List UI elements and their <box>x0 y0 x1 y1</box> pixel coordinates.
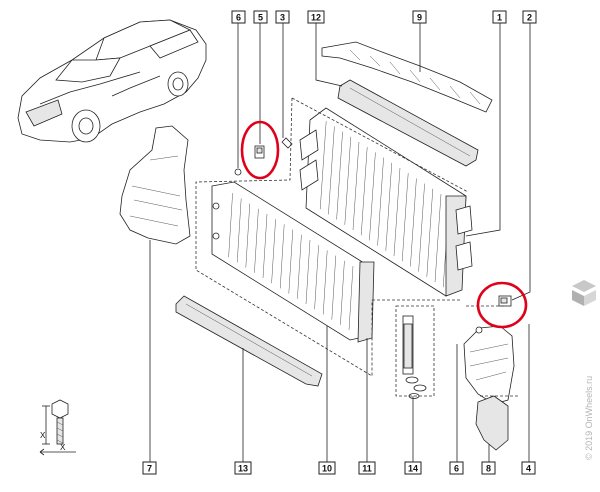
svg-text:14: 14 <box>408 464 418 474</box>
fin-line <box>393 167 401 257</box>
part-radiator <box>299 107 473 297</box>
fin-line <box>262 213 268 279</box>
fin-line <box>328 126 335 215</box>
fin-line <box>297 234 302 299</box>
svg-text:1: 1 <box>497 13 502 23</box>
highlight-clip-right <box>476 281 528 329</box>
fin-line <box>360 147 368 236</box>
svg-text:10: 10 <box>322 464 332 474</box>
fin-line <box>305 239 311 305</box>
fin-line <box>348 265 354 331</box>
callout-7: 7 <box>142 461 157 475</box>
part-upper-cover <box>321 41 493 113</box>
fin-line <box>434 193 442 283</box>
svg-text:12: 12 <box>311 13 321 23</box>
svg-text:6: 6 <box>236 13 241 23</box>
callout-2: 2 <box>522 10 537 24</box>
fin-line <box>336 131 343 220</box>
svg-text:8: 8 <box>486 464 491 474</box>
fastener-legend: X X <box>39 399 76 456</box>
callout-4: 4 <box>521 461 536 475</box>
fin-line <box>279 224 285 289</box>
svg-text:6: 6 <box>454 464 459 474</box>
callout-9: 9 <box>412 10 427 24</box>
callout-3: 3 <box>275 10 290 24</box>
svg-text:13: 13 <box>238 464 248 474</box>
fin-line <box>228 193 233 258</box>
callout-1: 1 <box>492 10 507 24</box>
part-condenser <box>211 181 375 343</box>
part-receiver-drier <box>402 315 427 399</box>
fin-line <box>288 229 294 294</box>
svg-text:X: X <box>60 443 66 452</box>
callout-5: 5 <box>253 10 268 24</box>
fin-line <box>319 121 327 210</box>
fin-line <box>245 203 251 268</box>
svg-text:7: 7 <box>147 464 152 474</box>
callout-11: 11 <box>358 461 376 475</box>
fin-line <box>340 260 345 325</box>
highlight-clip-left <box>240 120 280 180</box>
fin-line <box>410 178 417 267</box>
svg-text:9: 9 <box>417 13 422 23</box>
part-clip-right <box>475 295 512 334</box>
fin-line <box>271 219 276 284</box>
fin-line <box>377 157 384 246</box>
part-clip-left <box>234 137 293 176</box>
svg-text:2: 2 <box>527 13 532 23</box>
fin-line <box>352 141 360 231</box>
car-illustration <box>17 19 207 143</box>
watermark-text: © 2019 OnWheels.ru <box>584 376 594 460</box>
fin-line <box>322 250 328 315</box>
part-lower-strip <box>175 295 323 387</box>
callout-14: 14 <box>404 461 422 475</box>
assembly-boundary-lines <box>195 97 518 397</box>
fin-line <box>344 136 352 225</box>
part-cross-member-strip <box>337 79 479 167</box>
callout-12: 12 <box>307 10 325 24</box>
fin-line <box>385 162 393 251</box>
fin-line <box>331 255 337 320</box>
fin-line <box>401 173 409 262</box>
svg-text:5: 5 <box>258 13 263 23</box>
callout-10: 10 <box>318 461 336 475</box>
svg-text:3: 3 <box>280 13 285 23</box>
callout-6-bottom: 6 <box>449 461 464 475</box>
svg-text:4: 4 <box>526 464 531 474</box>
leader-lines <box>149 23 531 462</box>
part-left-deflector <box>119 125 191 245</box>
part-right-lower-deflector <box>475 395 509 451</box>
fin-line <box>236 198 242 263</box>
fin-line <box>314 245 319 310</box>
brand-mark <box>572 280 596 306</box>
callout-13: 13 <box>234 461 252 475</box>
fin-line <box>418 183 425 272</box>
fin-line <box>426 188 434 277</box>
fin-line <box>369 152 376 241</box>
callout-8: 8 <box>481 461 496 475</box>
part-right-deflector <box>463 325 515 405</box>
callout-6-top: 6 <box>231 10 246 24</box>
svg-text:X: X <box>40 431 46 440</box>
fin-line <box>254 208 259 273</box>
svg-text:11: 11 <box>362 464 372 474</box>
